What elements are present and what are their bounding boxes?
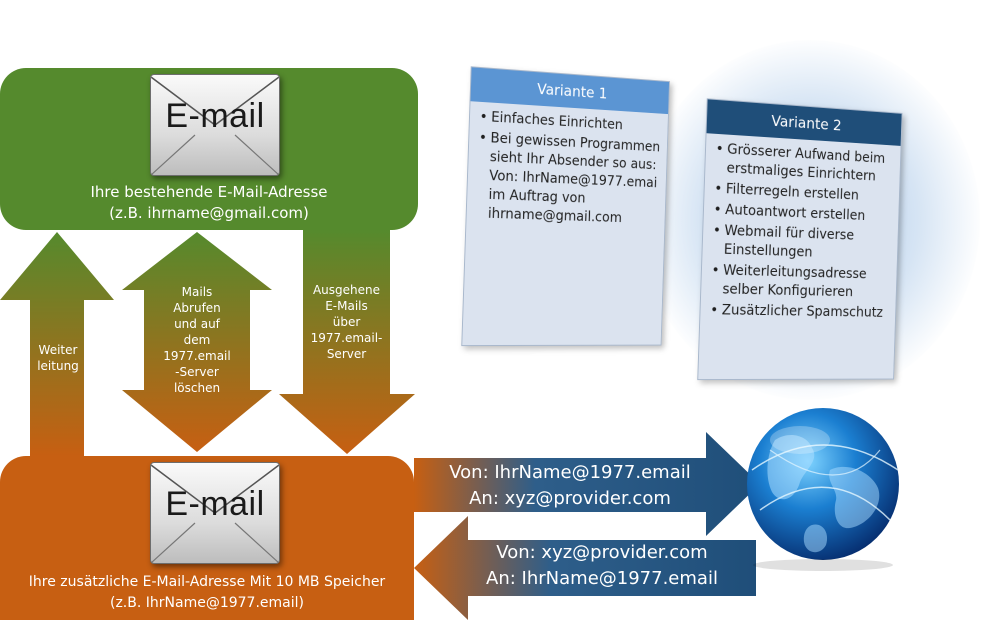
fetch-arrow bbox=[122, 232, 272, 452]
variant1-card: Variante 1 Einfaches Einrichten Bei gewi… bbox=[461, 66, 670, 347]
envelope-icon bbox=[151, 76, 279, 175]
list-item: Zusätzlicher Spamschutz bbox=[721, 301, 890, 322]
top-email-envelope: E-mail bbox=[150, 74, 280, 176]
envelope-icon bbox=[151, 464, 279, 563]
label-line: Mails bbox=[181, 285, 213, 299]
outgoing-arrow bbox=[279, 230, 415, 454]
variant2-card: Variante 2 Grösserer Aufwand beim erstma… bbox=[697, 98, 903, 381]
caption-line2: (z.B. IhrName@1977.email) bbox=[110, 595, 304, 611]
caption-line1: Ihre bestehende E-Mail-Adresse bbox=[90, 183, 328, 201]
receive-arrow bbox=[414, 516, 756, 620]
forward-arrow bbox=[0, 232, 114, 456]
send-arrow bbox=[414, 432, 760, 536]
outgoing-label: Ausgehene E-Mails über 1977.email- Serve… bbox=[303, 282, 390, 362]
caption-line2: (z.B. ihrname@gmail.com) bbox=[109, 204, 309, 222]
label-line: Abrufen bbox=[173, 301, 221, 315]
bottom-email-envelope: E-mail bbox=[150, 462, 280, 564]
label-line: und auf bbox=[174, 317, 220, 331]
label-line: Server bbox=[326, 347, 367, 361]
label-line: Ausgehene bbox=[312, 283, 381, 297]
outgoing-to: An: xyz@provider.com bbox=[469, 488, 671, 509]
globe-icon bbox=[747, 408, 899, 571]
envelope-label: E-mail bbox=[165, 97, 265, 135]
label-line: -Server bbox=[175, 365, 219, 379]
outgoing-from: Von: IhrName@1977.email bbox=[449, 462, 691, 483]
list-item: Grösserer Aufwand beim erstmaliges Einri… bbox=[726, 141, 895, 188]
list-item: Weiterleitungsadresse selber Konfigurier… bbox=[722, 262, 891, 303]
forward-label: Weiter leitung bbox=[30, 342, 86, 374]
label-line: 1977.email bbox=[163, 349, 231, 363]
incoming-to: An: IhrName@1977.email bbox=[486, 568, 718, 589]
fetch-label: Mails Abrufen und auf dem 1977.email -Se… bbox=[150, 284, 244, 396]
list-item: Bei gewissen Programmen sieht Ihr Absend… bbox=[488, 129, 662, 229]
caption-line1: Ihre zusätzliche E-Mail-Adresse Mit 10 M… bbox=[28, 574, 386, 590]
envelope-label: E-mail bbox=[165, 485, 265, 523]
label-line: Weiter bbox=[38, 343, 78, 357]
label-line: 1977.email- bbox=[310, 331, 383, 345]
list-item: Webmail für diverse Einstellungen bbox=[723, 222, 892, 265]
label-line: über bbox=[332, 315, 361, 329]
label-line: löschen bbox=[173, 381, 221, 395]
existing-email-caption: Ihre bestehende E-Mail-Adresse (z.B. ihr… bbox=[0, 182, 418, 224]
outgoing-flow-text: Von: IhrName@1977.email An: xyz@provider… bbox=[420, 460, 720, 512]
additional-email-caption: Ihre zusätzliche E-Mail-Adresse Mit 10 M… bbox=[0, 572, 414, 614]
label-line: leitung bbox=[37, 359, 79, 373]
variant2-list: Grösserer Aufwand beim erstmaliges Einri… bbox=[704, 139, 895, 324]
variant1-list: Einfaches Einrichten Bei gewissen Progra… bbox=[470, 107, 662, 230]
incoming-flow-text: Von: xyz@provider.com An: IhrName@1977.e… bbox=[452, 540, 752, 592]
label-line: dem bbox=[183, 333, 211, 347]
incoming-from: Von: xyz@provider.com bbox=[496, 542, 708, 563]
label-line: E-Mails bbox=[325, 299, 368, 313]
